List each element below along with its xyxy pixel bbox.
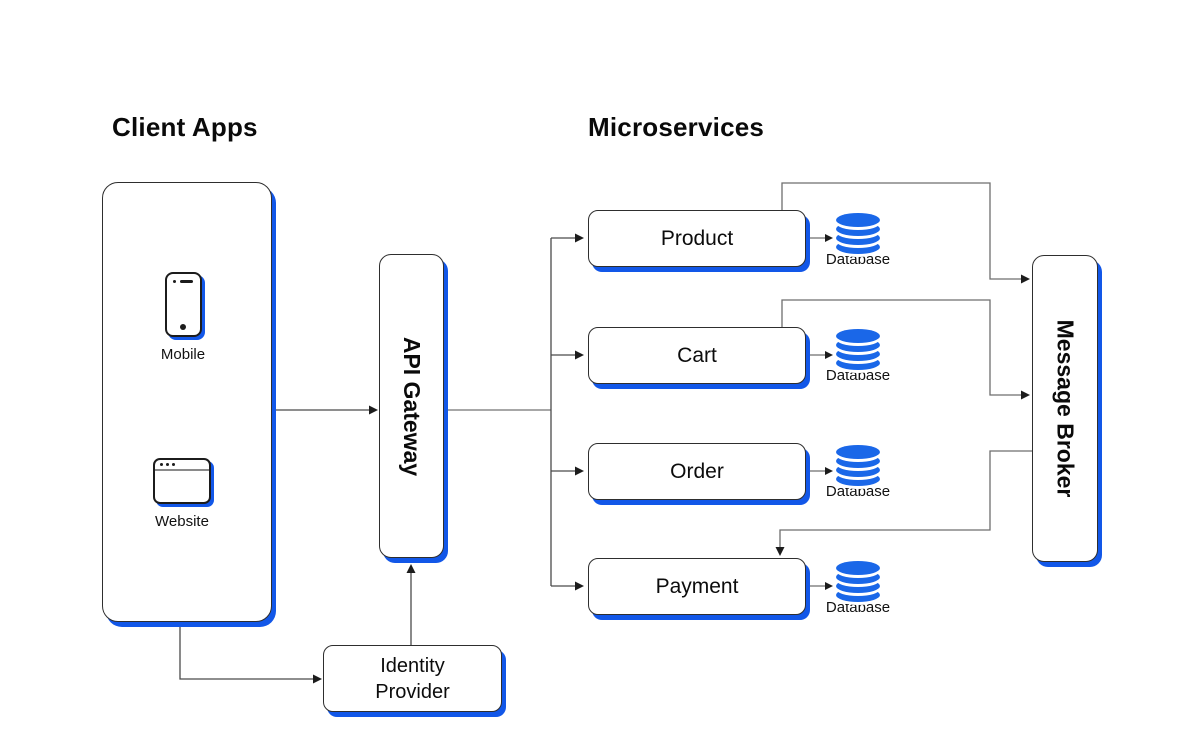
arrowhead-cart-broker: [1021, 390, 1030, 400]
arrowhead-order-database: [825, 467, 833, 475]
database-icon: [836, 329, 880, 371]
service-node-payment: Payment: [588, 558, 806, 615]
arrowhead-order: [575, 466, 584, 476]
api-gateway-label: API Gateway: [399, 336, 425, 476]
section-title-microservices: Microservices: [588, 112, 765, 142]
connector-cart-broker: [781, 299, 1022, 396]
website-client: Website: [127, 458, 237, 530]
service-node-product: Product: [588, 210, 806, 267]
database-label: Database: [825, 251, 891, 268]
browser-dot: [160, 463, 163, 466]
arrowhead-clientapps-gateway: [369, 405, 378, 415]
arrowhead-product-database: [825, 234, 833, 242]
database-label: Database: [825, 599, 891, 616]
browser-window-icon: [153, 458, 211, 504]
service-label-order: Order: [670, 459, 724, 483]
client-apps-group: [102, 182, 272, 622]
phone-speaker-bar: [179, 280, 193, 283]
api-gateway-node: API Gateway: [379, 254, 444, 558]
phone-camera-dot: [172, 280, 176, 283]
website-label: Website: [155, 513, 209, 530]
identity-provider-node: Identity Provider: [323, 645, 502, 712]
message-broker-node: Message Broker: [1032, 255, 1098, 562]
database-icon: [836, 213, 880, 255]
browser-dot: [166, 463, 169, 466]
connector-clientapps-identity: [179, 622, 314, 680]
database-icon: [836, 561, 880, 603]
browser-titlebar: [155, 460, 209, 471]
database-icon: [836, 445, 880, 487]
arrowhead-cart: [575, 350, 584, 360]
arrowhead-product: [575, 233, 584, 243]
service-label-cart: Cart: [677, 343, 717, 367]
service-node-order: Order: [588, 443, 806, 500]
mobile-client: Mobile: [128, 272, 238, 363]
arrowhead-cart-database: [825, 351, 833, 359]
mobile-label: Mobile: [160, 346, 206, 363]
arrowhead-payment-database: [825, 582, 833, 590]
phone-home-button: [180, 324, 186, 330]
identity-provider-label-line1: Identity: [380, 654, 445, 677]
arrowhead-clientapps-identity: [313, 674, 322, 684]
arrowhead-payment: [575, 581, 584, 591]
connector-product-broker: [781, 182, 1022, 280]
connector-broker-payment: [779, 450, 1032, 548]
arrowhead-product-broker: [1021, 274, 1030, 284]
database-label: Database: [825, 367, 891, 384]
service-node-cart: Cart: [588, 327, 806, 384]
arrowhead-identity-gateway: [406, 564, 416, 573]
arrowhead-broker-payment: [775, 547, 785, 556]
identity-provider-label-line2: Provider: [375, 680, 450, 703]
service-label-product: Product: [660, 226, 734, 250]
section-title-client-apps: Client Apps: [112, 112, 258, 142]
database-label: Database: [825, 483, 891, 500]
smartphone-icon: [164, 272, 202, 337]
browser-dot: [172, 463, 175, 466]
service-label-payment: Payment: [655, 574, 739, 598]
message-broker-label: Message Broker: [1052, 319, 1079, 498]
